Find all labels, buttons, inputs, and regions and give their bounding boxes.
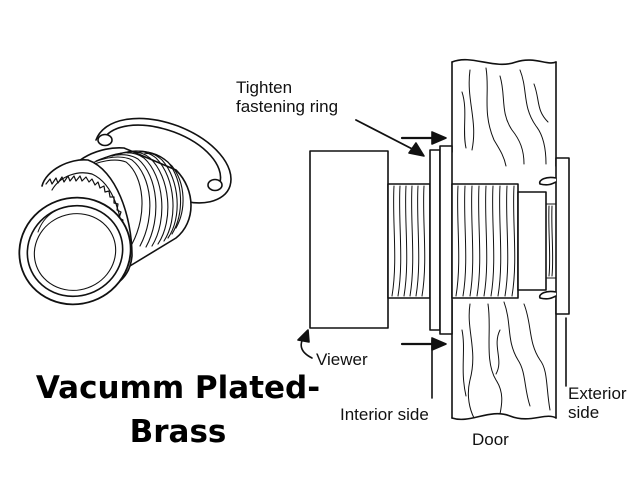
exterior-side-label-line1: Exterior: [568, 384, 627, 403]
push-arrow-top: [400, 131, 447, 145]
material-caption-line2: Brass: [129, 414, 227, 450]
installation-cross-section: [297, 58, 570, 421]
viewer-leader-arrow: [297, 329, 313, 359]
material-caption-line1: Vacumm Plated-: [35, 370, 321, 406]
door-label: Door: [472, 430, 509, 449]
interior-side-label: Interior side: [340, 405, 429, 424]
viewer-label: Viewer: [316, 350, 368, 369]
lens-cup: [18, 196, 132, 306]
tighten-label-line2: fastening ring: [236, 97, 339, 116]
fastening-ring: [429, 145, 453, 335]
door-barrel: [451, 183, 557, 299]
tighten-leader-arrow: [355, 119, 425, 157]
exterior-side-label-line2: side: [568, 403, 600, 422]
wood-grain: [461, 67, 551, 419]
tighten-label-line1: Tighten: [236, 78, 293, 97]
push-arrow-bottom: [400, 337, 447, 351]
exterior-flange: [538, 157, 570, 315]
viewer-illustration: [18, 117, 232, 306]
viewer-body: [309, 150, 389, 329]
door-slab: [451, 58, 557, 421]
mounting-flange: [95, 117, 232, 204]
interior-sleeve: [387, 183, 431, 299]
